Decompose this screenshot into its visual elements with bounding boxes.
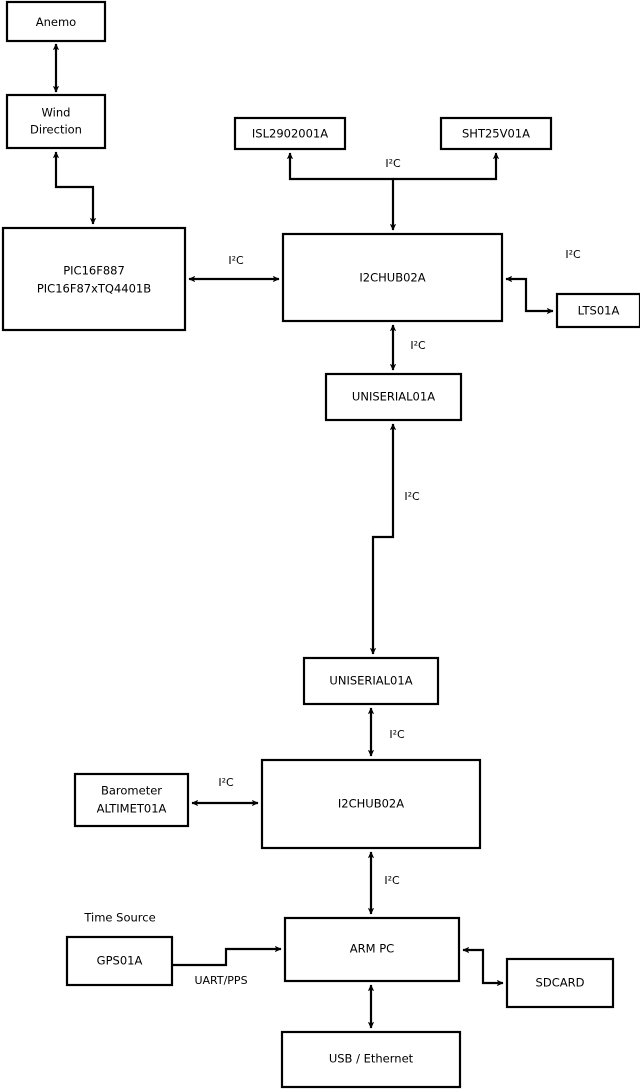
node-sdcard-label: SDCARD xyxy=(536,976,585,990)
label-time-source: Time Source xyxy=(83,911,155,925)
edge-label-uart-pps: UART/PPS xyxy=(194,974,247,987)
edge-uniserial1-uniserial2 xyxy=(369,423,397,655)
node-anemo[interactable]: Anemo xyxy=(5,0,107,43)
node-wind-direction[interactable]: Wind Direction xyxy=(5,93,107,150)
edge-hubtop-lts xyxy=(505,275,554,315)
node-anemo-label: Anemo xyxy=(36,15,76,29)
node-barometer-label-line1: Barometer xyxy=(101,784,162,798)
node-uniserial01a-upper-label: UNISERIAL01A xyxy=(352,390,435,404)
node-usb-ethernet[interactable]: USB / Ethernet xyxy=(280,1030,462,1089)
node-arm-pc[interactable]: ARM PC xyxy=(283,916,461,983)
node-uniserial01a-lower[interactable]: UNISERIAL01A xyxy=(302,656,440,706)
node-arm-pc-label: ARM PC xyxy=(350,942,394,956)
node-i2chub02a-top-label: I2CHUB02A xyxy=(359,271,425,285)
edge-labels: I²C I²C I²C I²C I²C I²C I²C I²C UART/PPS xyxy=(194,157,581,987)
free-labels: Time Source xyxy=(83,911,155,925)
node-lts01a[interactable]: LTS01A xyxy=(555,292,640,329)
node-sht25v01a[interactable]: SHT25V01A xyxy=(439,116,553,151)
edge-label-i2c-pic-hub: I²C xyxy=(228,254,244,267)
edge-label-i2c-uniserial-link: I²C xyxy=(404,490,420,503)
node-wind-direction-label-line1: Wind xyxy=(42,106,71,120)
node-barometer-label-line2: ALTIMET01A xyxy=(97,802,167,816)
node-sdcard[interactable]: SDCARD xyxy=(505,957,615,1009)
node-gps01a[interactable]: GPS01A xyxy=(65,935,174,987)
edge-wind-pic xyxy=(52,151,97,225)
node-i2chub02a-top[interactable]: I2CHUB02A xyxy=(281,232,504,323)
node-isl2902001a-label: ISL2902001A xyxy=(252,127,328,141)
node-gps01a-label: GPS01A xyxy=(97,954,143,968)
edges xyxy=(52,43,554,1029)
node-pic[interactable]: PIC16F887 PIC16F87xTQ4401B xyxy=(1,226,187,332)
node-uniserial01a-lower-label: UNISERIAL01A xyxy=(329,674,412,688)
node-i2chub02a-bottom-label: I2CHUB02A xyxy=(338,797,404,811)
node-i2chub02a-bottom[interactable]: I2CHUB02A xyxy=(260,758,482,850)
node-isl2902001a[interactable]: ISL2902001A xyxy=(233,116,347,151)
edge-armpc-sdcard xyxy=(462,946,504,987)
edge-hubtop-isl-sht-bus xyxy=(286,152,397,231)
edge-hubtop-sht-branch xyxy=(393,152,500,181)
edge-gps-armpc xyxy=(172,945,282,967)
node-lts01a-label: LTS01A xyxy=(578,304,620,318)
edge-label-i2c-hub-uniserial: I²C xyxy=(410,339,426,352)
node-sht25v01a-label: SHT25V01A xyxy=(462,127,530,141)
edge-label-i2c-isl-sht: I²C xyxy=(385,157,401,170)
edge-label-i2c-uniserial2-hub: I²C xyxy=(389,728,405,741)
node-usb-ethernet-label: USB / Ethernet xyxy=(329,1052,414,1066)
node-uniserial01a-upper[interactable]: UNISERIAL01A xyxy=(324,372,463,422)
edge-label-i2c-hub-lts: I²C xyxy=(565,248,581,261)
node-pic-label-line2: PIC16F87xTQ4401B xyxy=(37,282,151,296)
edge-label-i2c-hub-armpc: I²C xyxy=(384,874,400,887)
node-pic-label-line1: PIC16F887 xyxy=(63,264,125,278)
node-barometer[interactable]: Barometer ALTIMET01A xyxy=(73,772,190,828)
node-wind-direction-label-line2: Direction xyxy=(30,123,82,137)
edge-label-i2c-barometer-hub: I²C xyxy=(218,776,234,789)
